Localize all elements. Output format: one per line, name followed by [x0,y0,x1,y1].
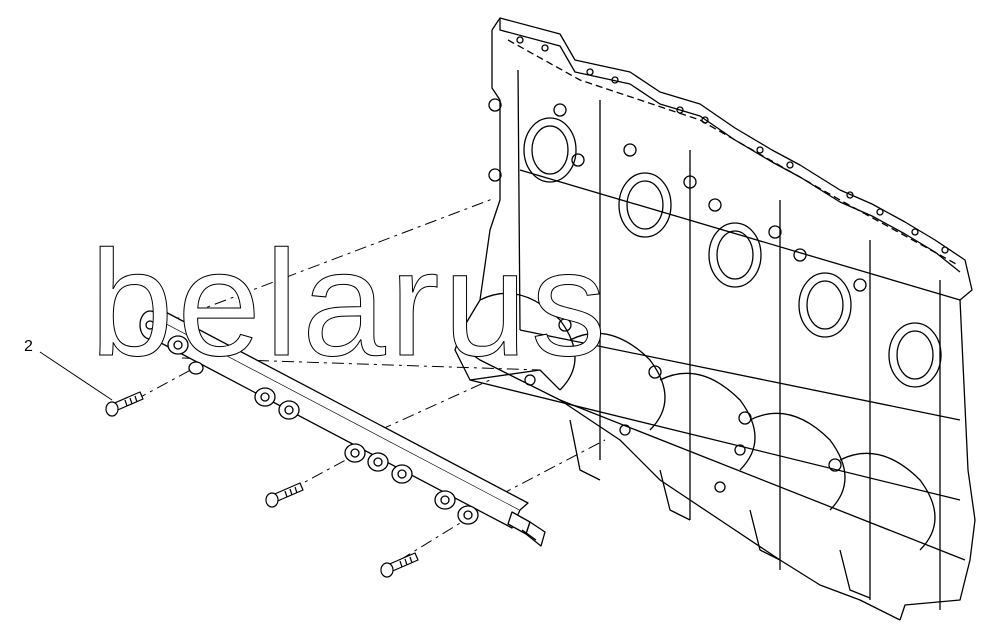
bolt [105,391,144,417]
part-callout-label: 2 [24,338,33,355]
fuel-rail [139,307,546,547]
rail-port [278,400,300,420]
watermark: belarus [90,219,610,387]
rail-port [434,490,456,510]
pressure-sensor [507,511,546,547]
rail-port [167,335,189,355]
rail-port [457,505,479,525]
rail-port [254,387,276,407]
bolt [265,482,304,508]
engine-block [454,17,976,621]
leader-line [39,351,113,401]
rail-port [344,443,366,463]
bolt [380,552,419,578]
rail-port [391,464,413,484]
rail-port [367,452,389,472]
rail-port [188,361,204,375]
